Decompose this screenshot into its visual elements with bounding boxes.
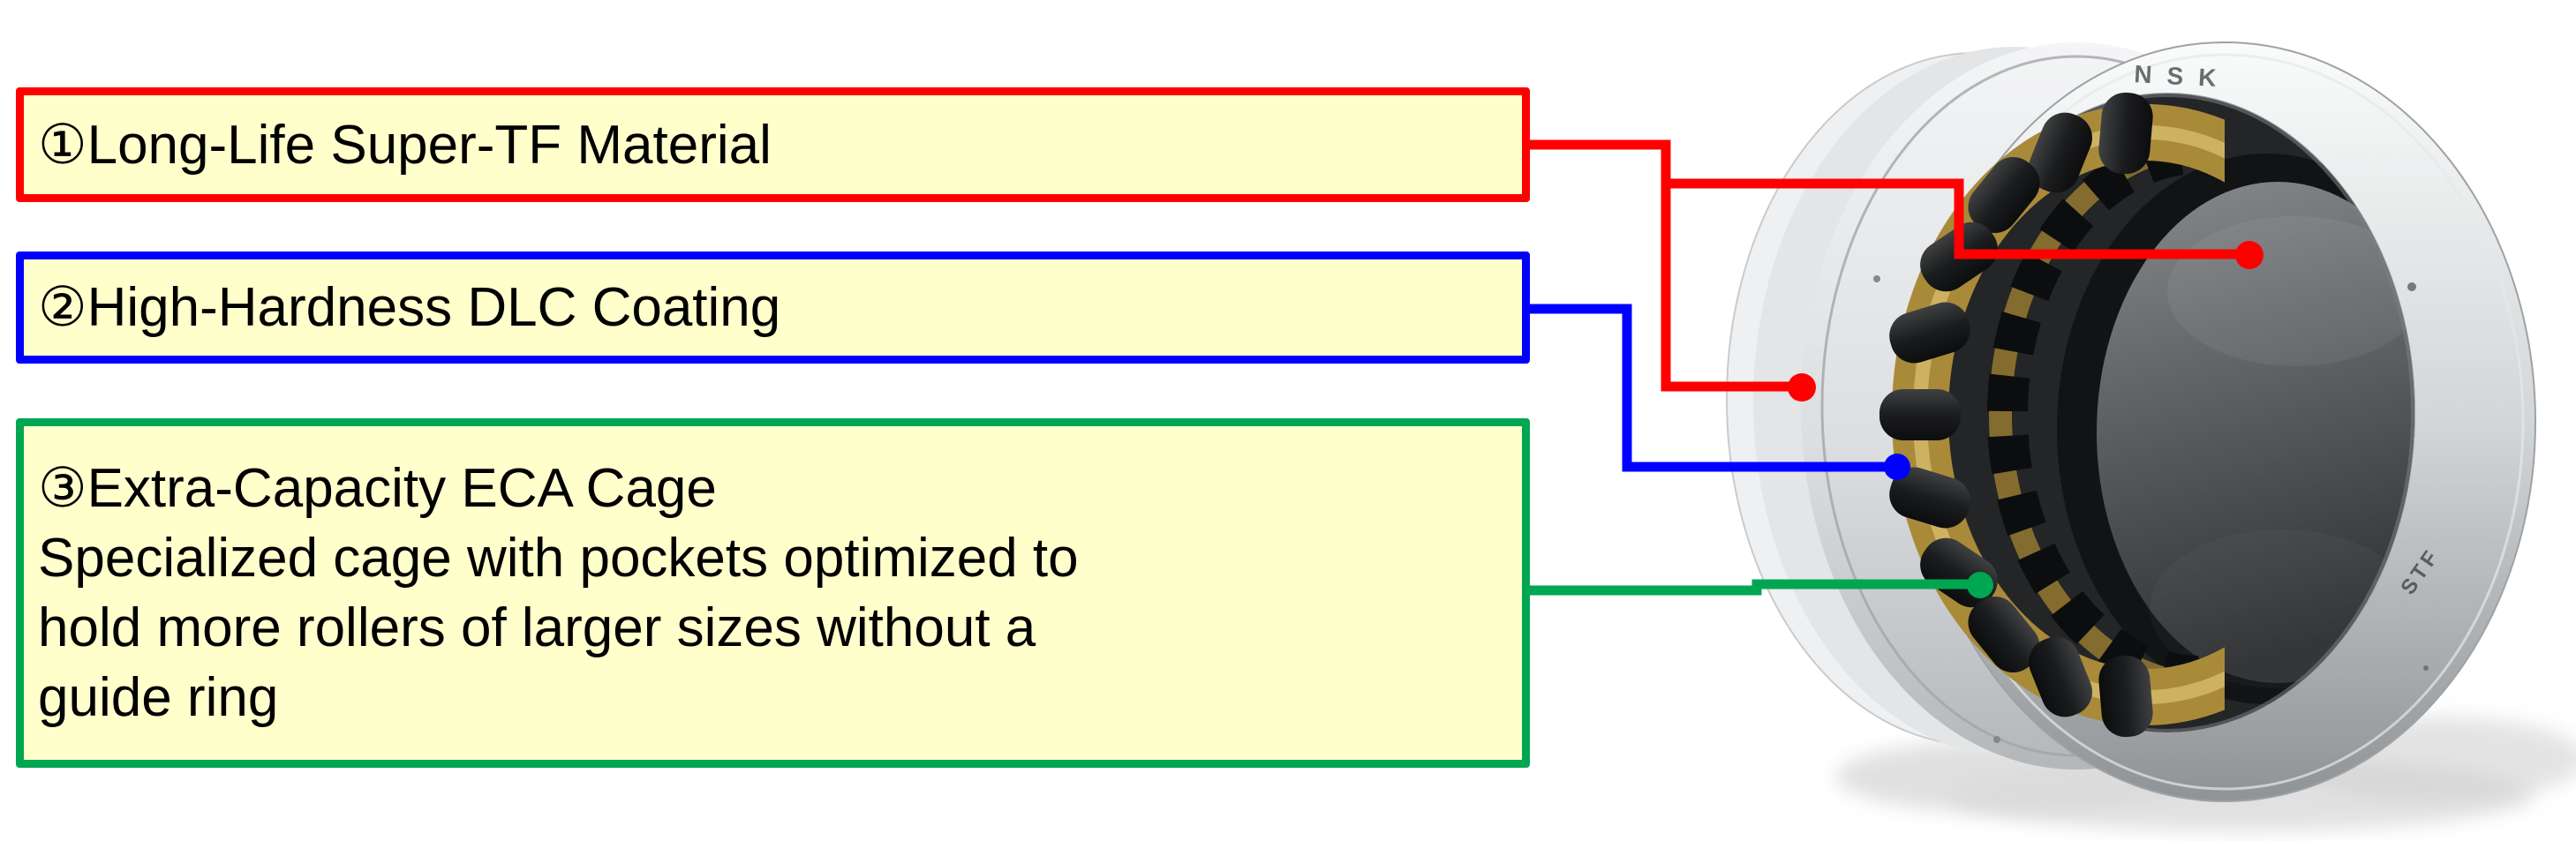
callout-3-line-2: Specialized cage with pockets optimized … — [38, 528, 1079, 589]
callout-3-line-3: hold more rollers of larger sizes withou… — [38, 597, 1036, 658]
callout-3-line-4: guide ring — [38, 667, 279, 728]
face-specks — [1873, 275, 2429, 743]
callout-1-line: ①Long-Life Super-TF Material — [38, 114, 772, 176]
callout-3-line-1: ③Extra-Capacity ECA Cage — [38, 458, 717, 519]
green-endpoint-dot-cage — [1967, 572, 1993, 598]
callout-box-dlc-coating: ②High-Hardness DLC Coating — [16, 252, 1530, 364]
callout-2-line: ②High-Hardness DLC Coating — [38, 277, 781, 338]
leader-line-green — [1530, 572, 1993, 598]
cage-and-rollers — [1879, 92, 2225, 738]
callout-box-eca-cage: ③Extra-Capacity ECA Cage Specialized cag… — [16, 418, 1530, 768]
leader-line-blue — [1530, 304, 1910, 480]
red-endpoint-dot-outer-ring — [1788, 373, 1816, 402]
inner-ring-bore — [2057, 154, 2414, 704]
callout-box-long-life-material: ①Long-Life Super-TF Material — [16, 87, 1530, 202]
blue-endpoint-dot-roller — [1884, 454, 1910, 480]
red-endpoint-dot-raceway — [2235, 241, 2263, 269]
nsk-marking: NSK — [2134, 60, 2233, 93]
leader-line-red — [1530, 139, 2263, 402]
